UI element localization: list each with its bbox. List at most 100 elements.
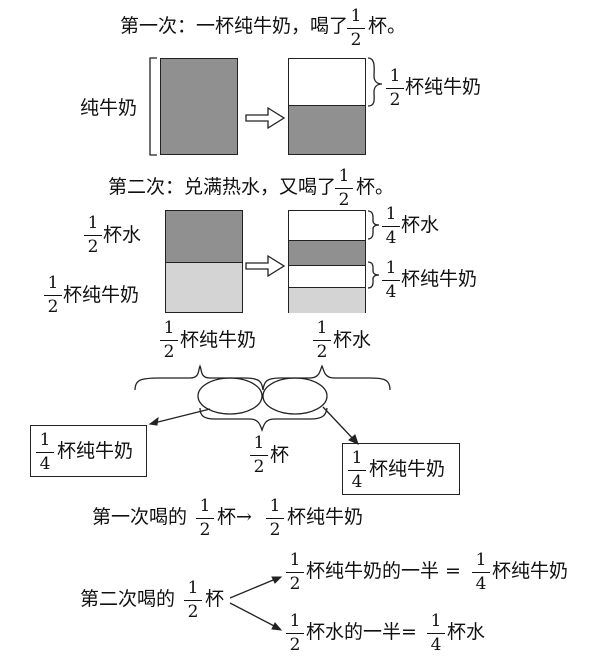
right-top-fraction: 1 4 bbox=[382, 206, 400, 247]
denominator: 4 bbox=[39, 454, 51, 474]
branch2-suffix: 杯水 bbox=[447, 621, 486, 643]
box-left-label: 杯纯牛奶 bbox=[57, 440, 134, 462]
branch-arrow-up bbox=[229, 577, 279, 599]
branch2-fraction: 1 2 bbox=[286, 613, 304, 654]
numerator: 1 bbox=[289, 611, 301, 631]
denominator: 2 bbox=[389, 90, 401, 110]
arrow-to-right-box bbox=[322, 406, 357, 443]
denominator: 2 bbox=[199, 520, 211, 540]
branch-arrow-down bbox=[229, 602, 279, 629]
left-result-box: 1 4 杯纯牛奶 bbox=[30, 425, 147, 477]
summary-line1-fraction: 1 2 bbox=[196, 498, 214, 539]
arrow-to-left-box bbox=[149, 408, 211, 425]
step1-fraction: 1 2 bbox=[347, 8, 365, 49]
brace-right-label: 杯水 bbox=[333, 329, 372, 351]
step2-suffix: 杯。 bbox=[356, 176, 395, 198]
left-top-label: 杯水 bbox=[103, 224, 142, 246]
summary-line2-prefix: 第二次喝的 bbox=[80, 588, 176, 610]
mixed-light-band bbox=[289, 287, 365, 313]
brace-left-label: 杯纯牛奶 bbox=[180, 329, 257, 351]
numerator: 1 bbox=[87, 213, 99, 233]
brace-left-half bbox=[134, 364, 264, 391]
denominator: 2 bbox=[316, 342, 328, 362]
right-top-label: 杯水 bbox=[401, 214, 440, 236]
summary-line1-fraction2: 1 2 bbox=[266, 498, 284, 539]
summary-line2-suffix: 杯 bbox=[205, 588, 225, 610]
branch2-fraction2: 1 4 bbox=[427, 613, 445, 654]
box-right-fraction: 1 4 bbox=[348, 450, 366, 491]
brace-center-fraction: 1 2 bbox=[250, 435, 268, 476]
numerator: 1 bbox=[351, 448, 363, 468]
half-milk-fill bbox=[289, 105, 365, 154]
brace-bottom bbox=[199, 407, 328, 433]
step2-brace-top bbox=[367, 210, 380, 240]
ellipse-left bbox=[197, 377, 263, 415]
numerator: 1 bbox=[163, 318, 175, 338]
summary-line1-suffix: 杯纯牛奶 bbox=[287, 506, 364, 528]
numerator: 1 bbox=[430, 611, 442, 631]
branch2-mid: 杯水的一半= bbox=[306, 621, 417, 643]
numerator: 1 bbox=[199, 496, 211, 516]
numerator: 1 bbox=[269, 496, 281, 516]
mixed-dark-band bbox=[289, 240, 365, 266]
step1-arrow bbox=[245, 106, 286, 130]
step1-right-label: 杯纯牛奶 bbox=[405, 76, 482, 98]
step1-right-brace bbox=[367, 57, 383, 107]
box-right-label: 杯纯牛奶 bbox=[369, 458, 446, 480]
branch1-suffix: 杯纯牛奶 bbox=[492, 560, 569, 582]
left-top-fraction: 1 2 bbox=[84, 215, 102, 256]
step1-suffix: 杯。 bbox=[368, 15, 407, 37]
right-mid-fraction: 1 4 bbox=[382, 260, 400, 301]
brace-left-fraction: 1 2 bbox=[160, 320, 178, 361]
half-milk-cup bbox=[288, 58, 366, 155]
numerator: 1 bbox=[385, 204, 397, 224]
water-layer bbox=[166, 211, 242, 263]
step2-fraction: 1 2 bbox=[335, 168, 353, 209]
numerator: 1 bbox=[47, 273, 59, 293]
right-result-box: 1 4 杯纯牛奶 bbox=[342, 443, 460, 495]
branch1-mid: 杯纯牛奶的一半 = bbox=[306, 560, 461, 582]
denominator: 2 bbox=[338, 190, 350, 210]
denominator: 2 bbox=[350, 30, 362, 50]
step2-prefix: 第二次：兑满热水，又喝了 bbox=[108, 176, 337, 198]
numerator: 1 bbox=[350, 6, 362, 26]
water-milk-cup bbox=[165, 210, 243, 313]
denominator: 2 bbox=[269, 520, 281, 540]
numerator: 1 bbox=[316, 318, 328, 338]
brace-center-label: 杯 bbox=[270, 444, 290, 466]
step1-right-fraction: 1 2 bbox=[386, 68, 404, 109]
summary-line1-prefix: 第一次喝的 bbox=[92, 506, 188, 528]
brace-right-half bbox=[262, 364, 391, 391]
numerator: 1 bbox=[385, 258, 397, 278]
denominator: 4 bbox=[385, 282, 397, 302]
numerator: 1 bbox=[187, 578, 199, 598]
ellipse-right bbox=[262, 377, 328, 415]
summary-line1-mid: 杯→ bbox=[217, 506, 252, 528]
denominator: 2 bbox=[87, 237, 99, 257]
denominator: 2 bbox=[187, 602, 199, 622]
step1-prefix: 第一次：一杯纯牛奶，喝了 bbox=[120, 15, 349, 37]
brace-right-fraction: 1 2 bbox=[313, 320, 331, 361]
branch1-fraction2: 1 4 bbox=[472, 552, 490, 593]
numerator: 1 bbox=[338, 166, 350, 186]
denominator: 4 bbox=[351, 472, 363, 492]
step2-brace-mid bbox=[367, 261, 380, 289]
denominator: 2 bbox=[47, 297, 59, 317]
pure-milk-label: 纯牛奶 bbox=[80, 97, 138, 119]
denominator: 2 bbox=[163, 342, 175, 362]
numerator: 1 bbox=[39, 430, 51, 450]
numerator: 1 bbox=[289, 550, 301, 570]
branch1-fraction: 1 2 bbox=[286, 552, 304, 593]
left-bottom-label: 杯纯牛奶 bbox=[63, 284, 140, 306]
full-milk-cup bbox=[160, 58, 238, 155]
left-bracket bbox=[149, 57, 157, 156]
mixed-cup bbox=[288, 210, 366, 313]
step2-arrow bbox=[245, 254, 286, 278]
denominator: 2 bbox=[289, 574, 301, 594]
numerator: 1 bbox=[475, 550, 487, 570]
numerator: 1 bbox=[389, 66, 401, 86]
denominator: 2 bbox=[253, 457, 265, 477]
right-mid-label: 杯纯牛奶 bbox=[401, 268, 478, 290]
summary-line2-fraction: 1 2 bbox=[184, 580, 202, 621]
